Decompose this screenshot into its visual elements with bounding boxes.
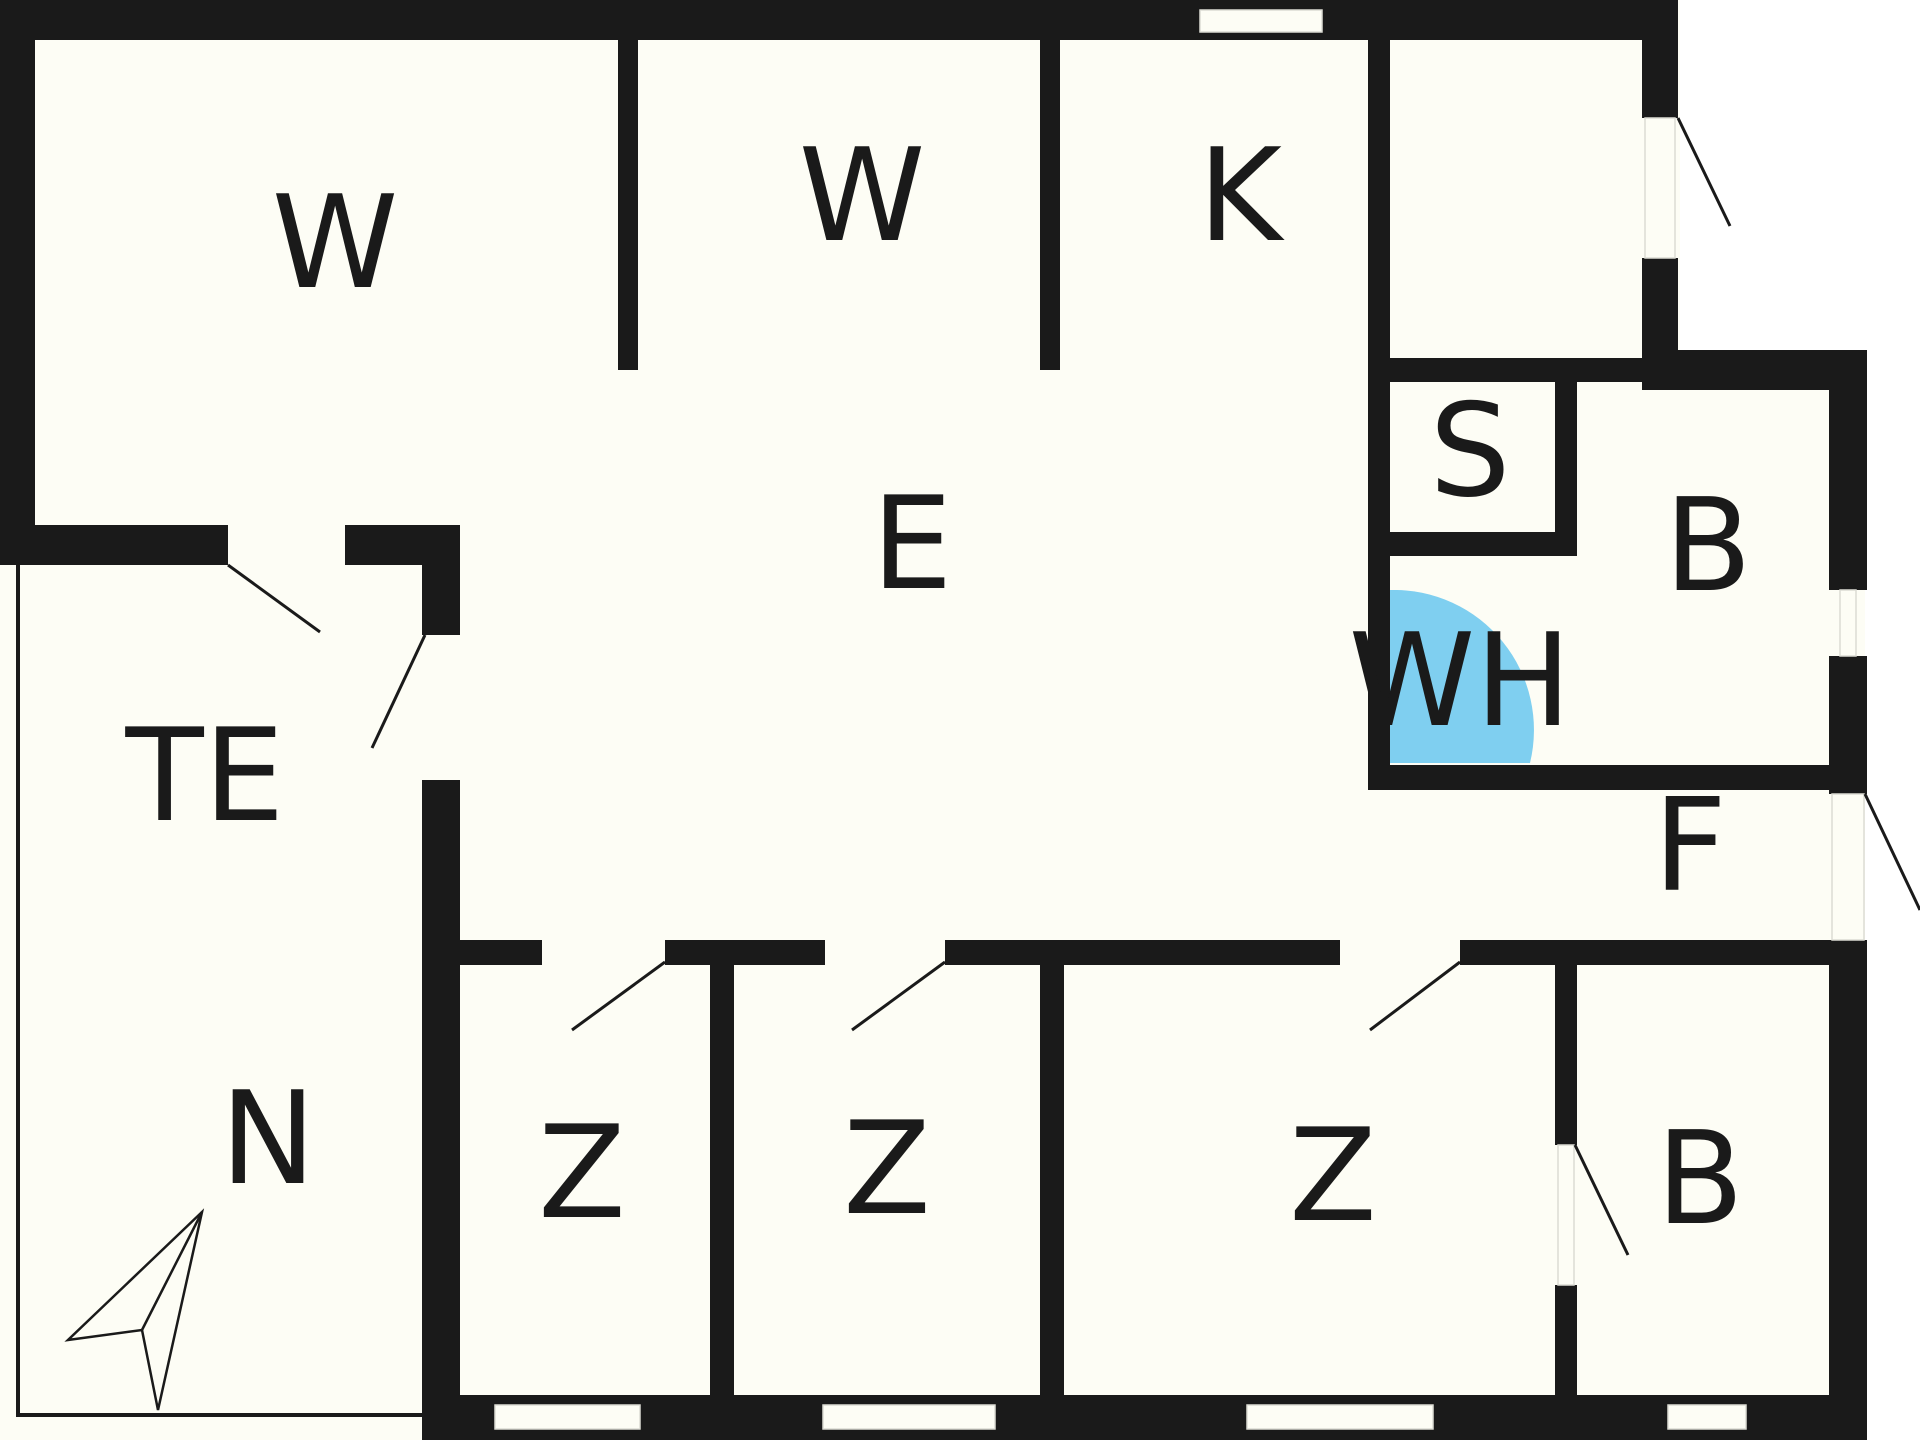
room-labels: W W K E S B WH F TE N Z Z Z B [124, 122, 1751, 1254]
room-label-z1: Z [538, 1099, 626, 1248]
room-label-n: N [220, 1065, 316, 1214]
terrace-outline [16, 565, 424, 1417]
room-label-z2: Z [843, 1095, 931, 1244]
room-label-b2: B [1656, 1105, 1744, 1254]
room-label-e: E [872, 470, 953, 619]
room-label-k: K [1198, 122, 1285, 271]
room-label-z3: Z [1289, 1102, 1377, 1251]
room-label-b1: B [1664, 472, 1752, 621]
room-label-f: F [1653, 772, 1727, 921]
north-arrow-icon [64, 1208, 205, 1411]
room-label-w2: W [799, 122, 926, 271]
walls [0, 0, 1867, 1440]
floor-area [0, 0, 1865, 1440]
room-label-wh: WH [1349, 607, 1572, 756]
doors [227, 117, 1920, 1256]
room-label-w1: W [272, 169, 399, 318]
room-label-s: S [1429, 377, 1510, 526]
whirlpool-tub [1390, 589, 1534, 763]
room-label-te: TE [124, 702, 284, 851]
windows [494, 9, 1865, 1430]
